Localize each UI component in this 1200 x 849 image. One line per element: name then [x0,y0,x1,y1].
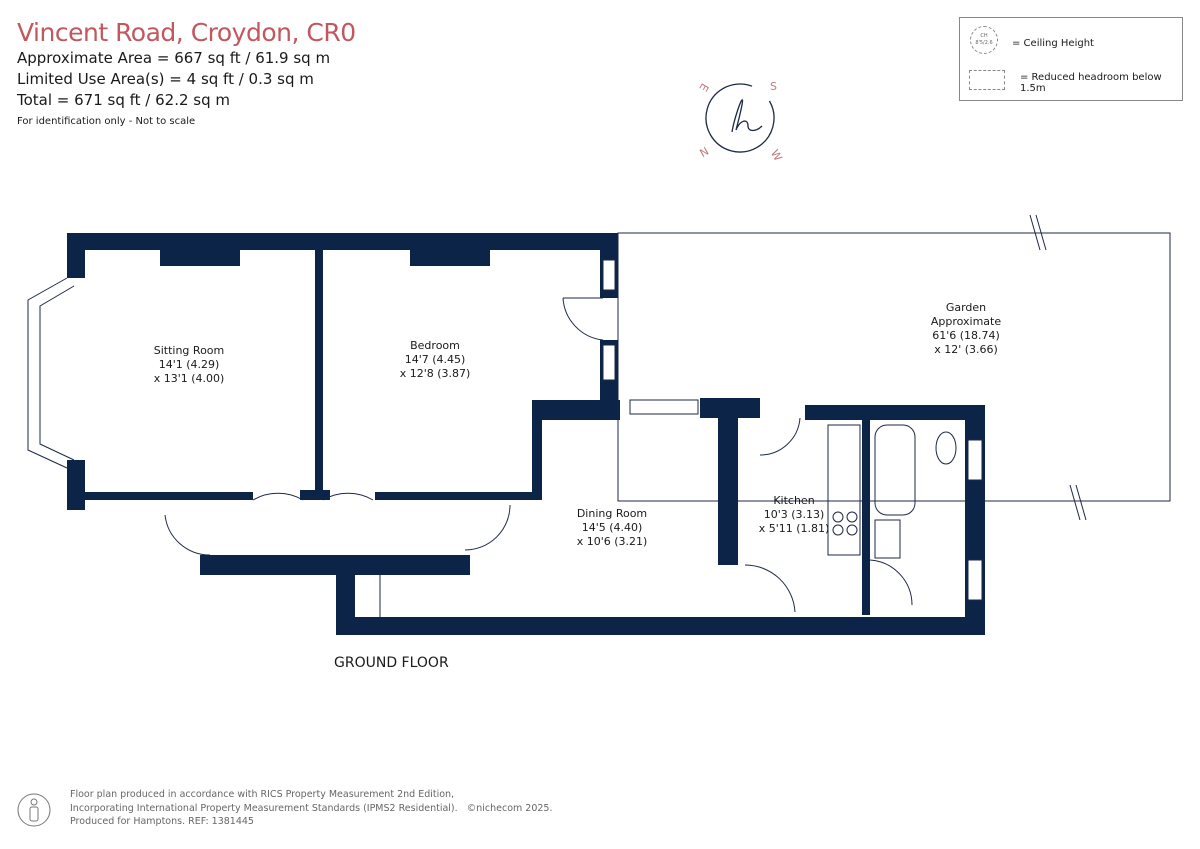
room-sitting-room: Sitting Room 14'1 (4.29) x 13'1 (4.00) [154,344,225,386]
room-dim: x 12'8 (3.87) [399,367,471,380]
room-dim: 14'5 (4.40) [581,521,643,534]
person-icon [17,793,51,827]
footer: Floor plan produced in accordance with R… [70,788,552,829]
footer-line: Produced for Hamptons. REF: 1381445 [70,816,254,827]
room-dim: 10'3 (3.13) [763,508,825,521]
room-name: Kitchen [773,494,815,507]
kitchen-units [827,424,861,556]
room-dim: 14'7 (4.45) [404,353,466,366]
footer-line: Incorporating International Property Mea… [70,802,458,814]
floor-label: GROUND FLOOR [334,655,449,671]
room-kitchen: Kitchen 10'3 (3.13) x 5'11 (1.81) [759,494,830,536]
bay-window [27,277,75,469]
bath [874,424,916,516]
door-bedroom [562,297,604,341]
ceiling-height-label: = Ceiling Height [1012,38,1094,49]
room-bedroom: Bedroom 14'7 (4.45) x 12'8 (3.87) [400,339,471,381]
reduced-headroom-label: = Reduced headroom below 1.5m [1020,72,1162,94]
total-area: Total = 671 sq ft / 62.2 sq m [17,91,231,109]
room-name: Sitting Room [153,344,225,357]
room-dining-room: Dining Room 14'5 (4.40) x 10'6 (3.21) [577,507,648,549]
room-garden: Garden Approximate 61'6 (18.74) x 12' (3… [931,301,1001,357]
room-dim: 61'6 (18.74) [932,329,1000,342]
garden-outline [617,232,1171,502]
room-name: Bedroom [410,339,460,352]
reduced-headroom-icon [969,70,1005,90]
room-name: Garden [945,301,987,314]
toilet [935,431,957,465]
room-dim: x 13'1 (4.00) [153,372,225,385]
approximate-area: Approximate Area = 667 sq ft / 61.9 sq m [17,49,331,67]
room-dim: 14'1 (4.29) [158,358,220,371]
room-dim: x 12' (3.66) [934,343,998,356]
ceiling-height-icon: CH 8'5/2.6 [970,26,998,54]
limited-use-area: Limited Use Area(s) = 4 sq ft / 0.3 sq m [17,70,314,88]
compass-s: S [770,80,777,93]
copyright: ©nichecom 2025. [466,802,553,814]
doors-hall-lower [164,504,511,556]
scale-note: For identification only - Not to scale [17,116,196,127]
room-name: Dining Room [576,507,648,520]
compass-logo: S W N E [696,80,784,164]
room-dim: Approximate [930,315,1002,328]
doors-kitchen [744,417,913,613]
basin [874,519,901,559]
walls [67,233,985,635]
ch-symbol: CH [980,33,988,39]
footer-line: Floor plan produced in accordance with R… [70,789,455,800]
room-dim: x 10'6 (3.21) [576,535,648,548]
room-dim: x 5'11 (1.81) [758,522,830,535]
property-title: Vincent Road, Croydon, CR0 [17,18,356,47]
legend: CH 8'5/2.6 = Ceiling Height = Reduced he… [959,17,1183,101]
ch-example: 8'5/2.6 [975,40,993,46]
